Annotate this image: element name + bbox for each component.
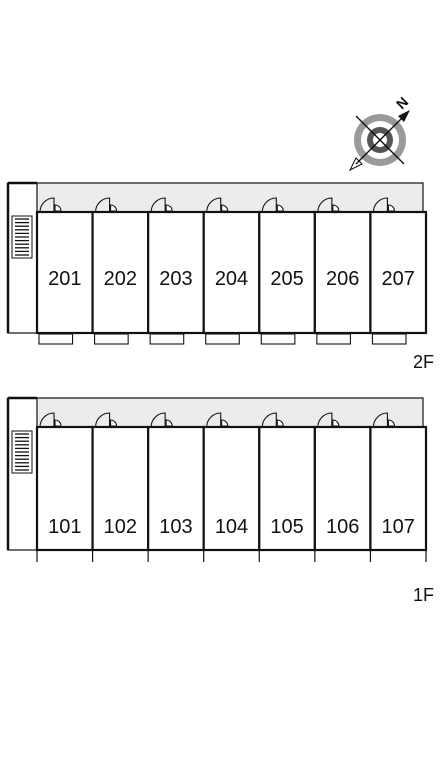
room-label: 102 (104, 516, 137, 538)
corridor (7, 397, 424, 428)
staircase (11, 430, 33, 474)
compass-icon: N (348, 94, 411, 172)
room-206 (313, 210, 372, 335)
room-label: 101 (48, 516, 81, 538)
balcony (371, 333, 407, 345)
room-102 (91, 425, 150, 552)
floor-2f: 201 202 203 204 205 206 207 2F (6, 181, 434, 372)
door-icon (261, 412, 284, 428)
room-label: 206 (326, 268, 359, 290)
room-205 (258, 210, 316, 335)
room-label: 205 (270, 268, 303, 290)
room-103 (147, 425, 205, 552)
door-icon (372, 197, 395, 213)
door-icon (95, 197, 118, 213)
staircase (11, 215, 33, 259)
room-101 (35, 425, 94, 552)
balcony (316, 333, 351, 345)
room-104 (202, 425, 261, 552)
floor-1f: 101 102 103 104 105 106 107 1F (6, 396, 434, 605)
room-label: 103 (159, 516, 192, 538)
door-icon (39, 197, 62, 213)
balcony (205, 333, 240, 345)
door-icon (95, 412, 118, 428)
balcony (94, 333, 129, 345)
door-icon (206, 412, 229, 428)
door-icon (372, 412, 395, 428)
room-label: 204 (215, 268, 248, 290)
corridor (7, 182, 424, 213)
room-106 (313, 425, 372, 552)
room-107 (369, 425, 428, 552)
door-icon (39, 412, 62, 428)
floor-label: 2F (413, 352, 434, 372)
room-label: 201 (48, 268, 81, 290)
room-label: 207 (382, 268, 415, 290)
room-label: 106 (326, 516, 359, 538)
room-label: 104 (215, 516, 248, 538)
north-label: N (393, 94, 411, 112)
door-icon (150, 197, 173, 213)
room-label: 105 (270, 516, 303, 538)
room-105 (258, 425, 316, 552)
balcony (149, 333, 185, 345)
door-icon (261, 197, 284, 213)
walkway (7, 397, 38, 551)
room-201 (35, 210, 94, 335)
room-203 (147, 210, 205, 335)
floor-label: 1F (413, 585, 434, 605)
door-icon (206, 197, 229, 213)
door-icon (317, 412, 340, 428)
door-icon (317, 197, 340, 213)
room-label: 107 (382, 516, 415, 538)
room-label: 202 (104, 268, 137, 290)
door-icon (150, 412, 173, 428)
balcony (260, 333, 296, 345)
room-207 (369, 210, 428, 335)
room-label: 203 (159, 268, 192, 290)
balcony (38, 333, 74, 345)
